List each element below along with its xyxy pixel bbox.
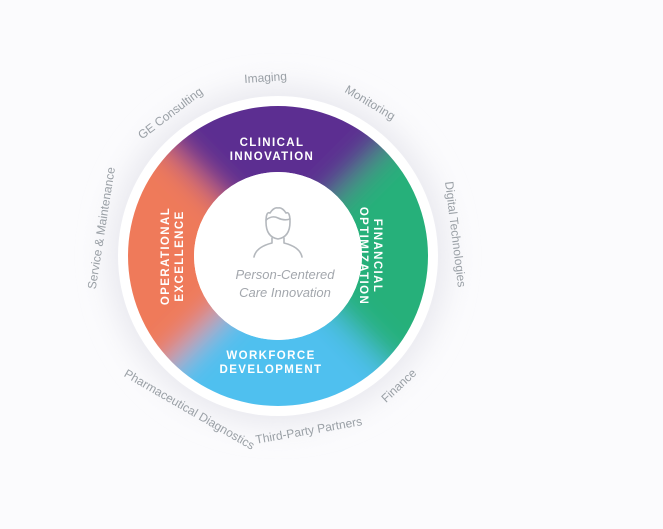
center-label: Person-Centered Care Innovation — [185, 266, 385, 302]
segment-label-line: OPERATIONAL — [160, 207, 172, 305]
person-icon — [253, 207, 303, 258]
center-label-line2: Care Innovation — [239, 285, 331, 300]
segment-label-line: INNOVATION — [230, 151, 315, 163]
center-disc — [194, 172, 362, 340]
segment-label-line: OPTIMIZATION — [357, 207, 369, 305]
segment-label-workforce: WORKFORCE DEVELOPMENT — [220, 350, 323, 376]
center-label-line1: Person-Centered — [235, 267, 335, 282]
segment-label-line: WORKFORCE — [226, 350, 315, 362]
outer-label-imaging: Imaging — [244, 69, 288, 86]
segment-label-line: FINANCIAL — [371, 219, 383, 294]
segment-label-line: EXCELLENCE — [174, 210, 186, 301]
segment-label-line: CLINICAL — [240, 137, 305, 149]
segment-label-line: DEVELOPMENT — [220, 364, 323, 376]
segment-label-clinical: CLINICAL INNOVATION — [230, 137, 315, 163]
